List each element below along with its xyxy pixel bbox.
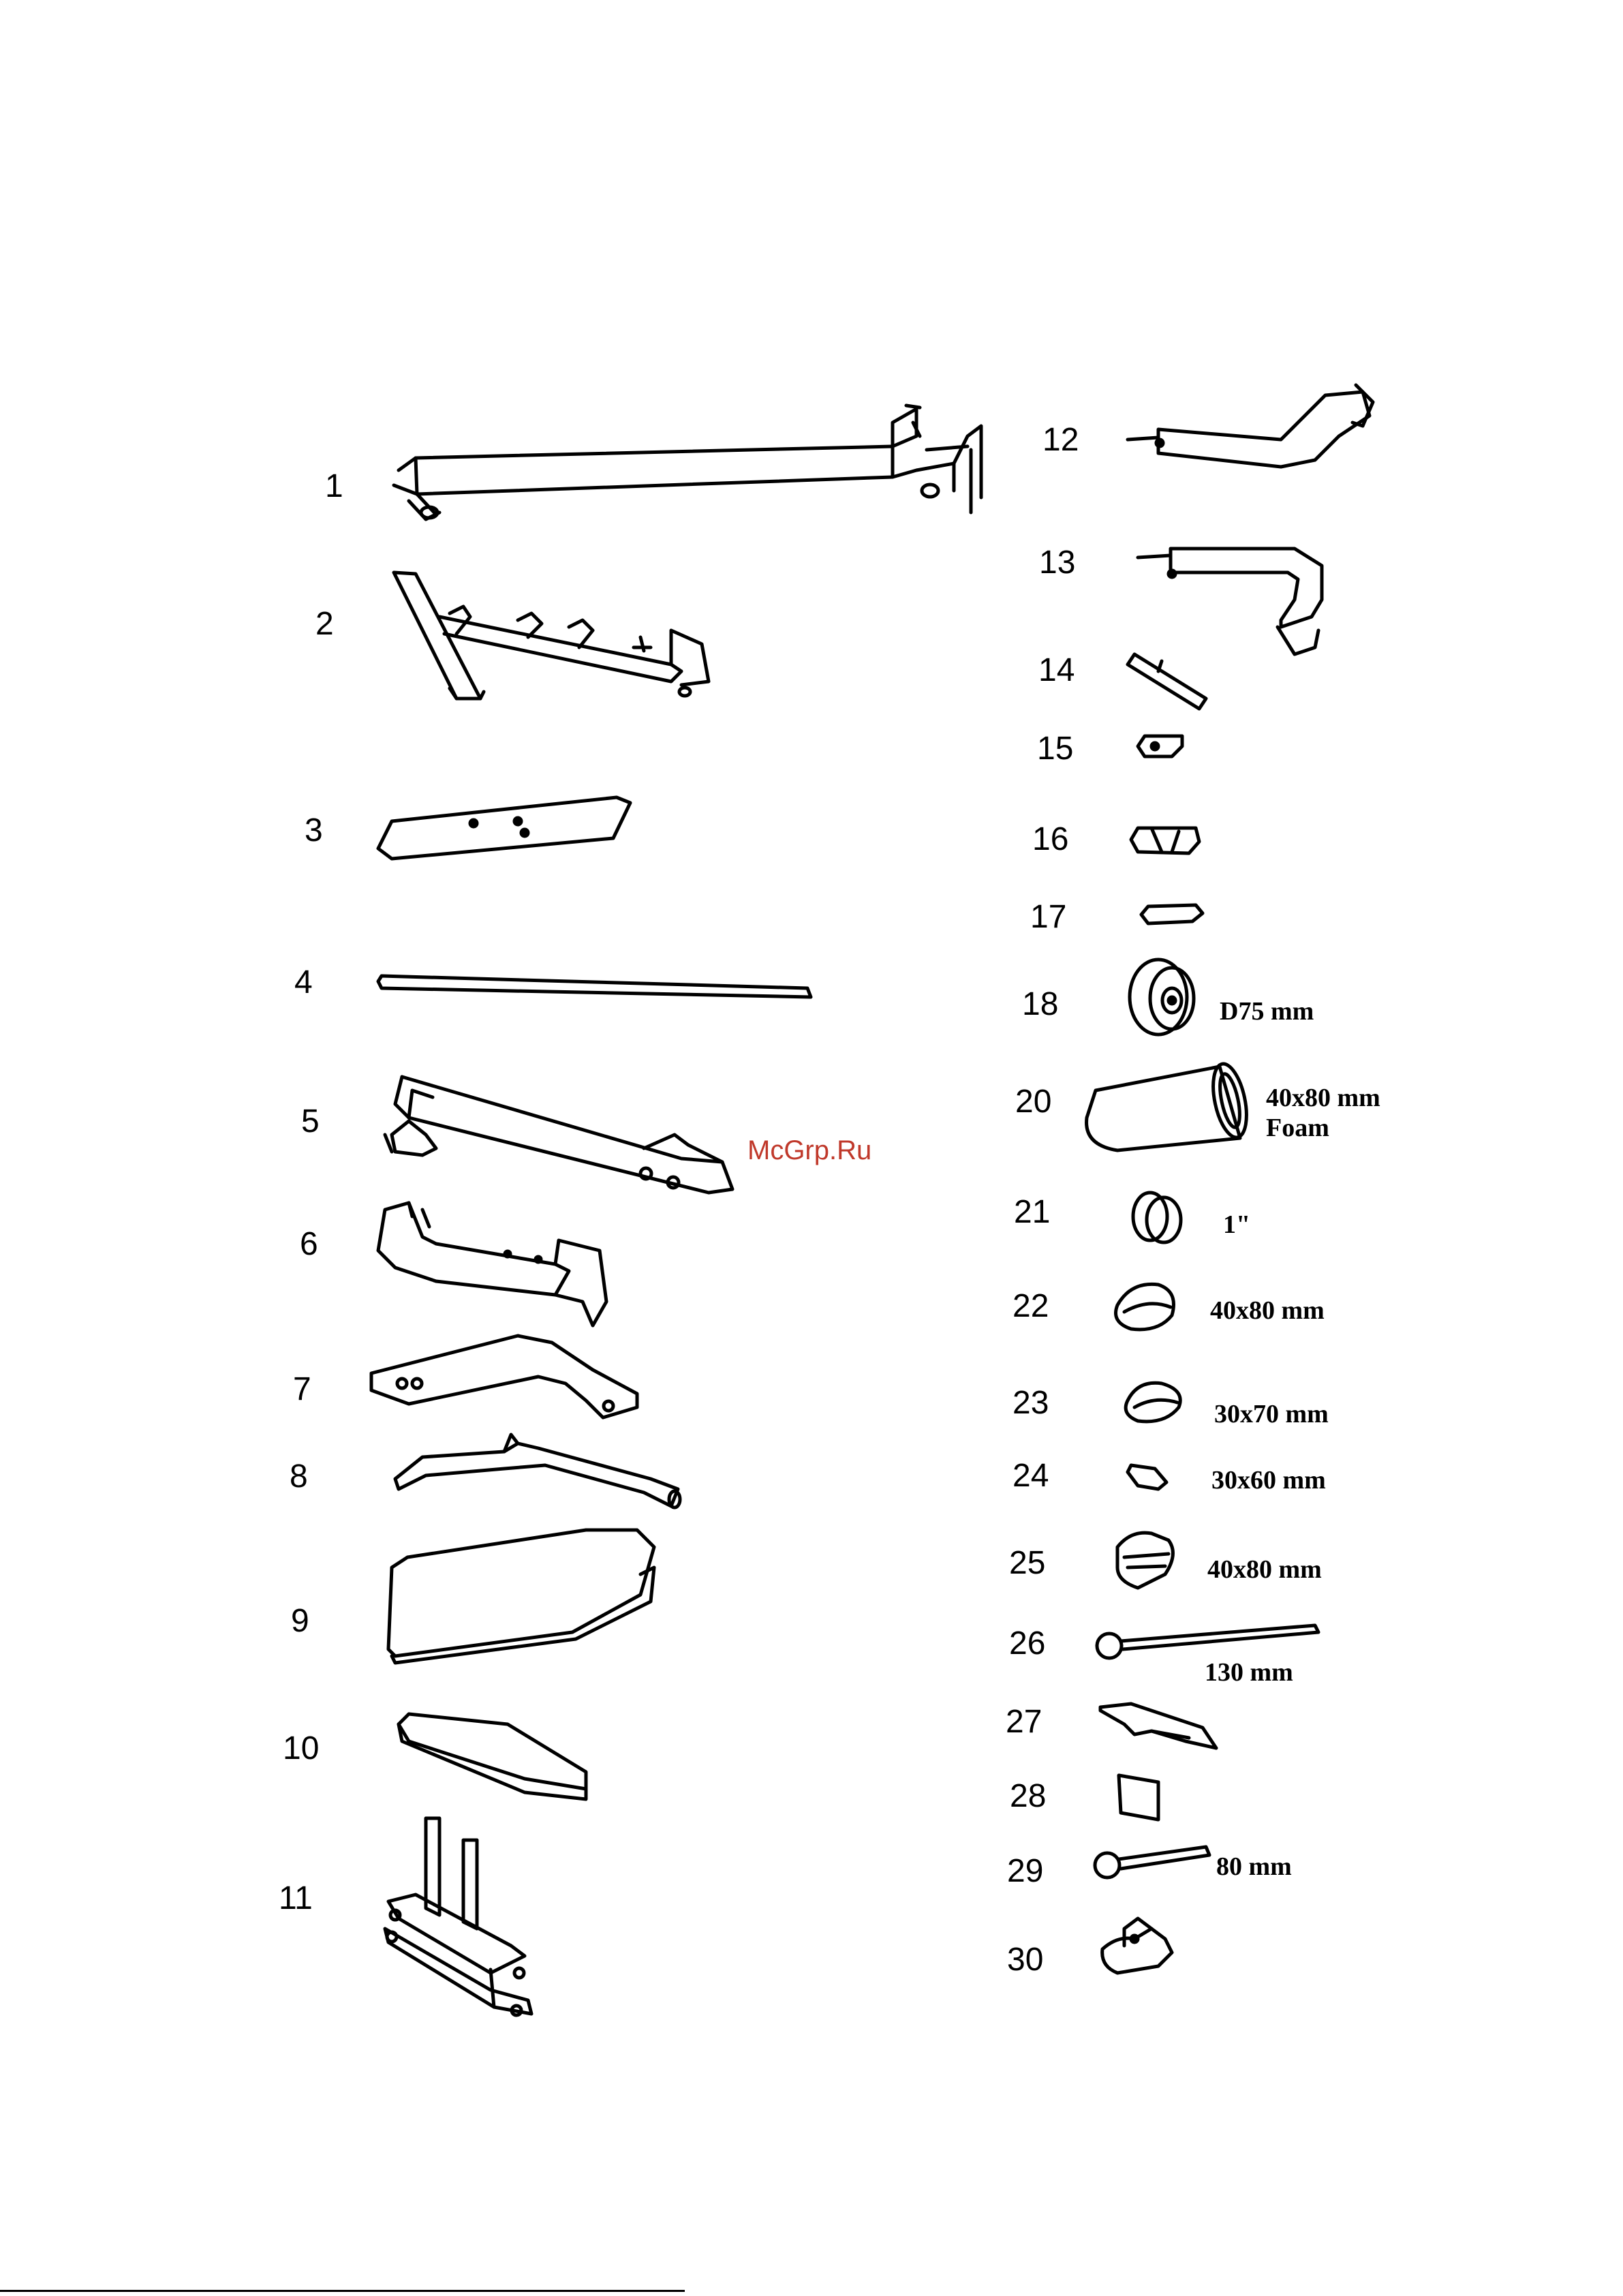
part-14-pin [1128,654,1206,709]
part-28-square-plate [1119,1775,1158,1820]
part-27-bracket-plate [1100,1704,1216,1748]
part-1-main-frame [394,405,981,519]
part-25-end-cap [1117,1533,1173,1588]
part-9-backrest-cushion [388,1530,654,1663]
part-24-end-cap [1128,1465,1166,1489]
part-20-foam-tube [1087,1061,1252,1150]
part-12-handle-hook [1128,385,1373,467]
part-5-leg-lever [385,1077,732,1193]
part-15-bracket [1138,736,1182,756]
part-30-foot-bracket [1102,1918,1172,1973]
part-22-end-cap [1116,1284,1174,1329]
part-26-knob-pin [1097,1625,1318,1658]
part-29-knob-pin [1095,1847,1209,1878]
part-7-bent-bar [371,1336,637,1418]
part-11-base-stand [385,1818,531,2015]
bottom-rule [0,2290,685,2292]
part-21-end-cap [1133,1193,1181,1242]
part-4-rod [378,976,811,997]
part-16-double-link [1131,828,1199,853]
part-3-flat-bar [378,797,630,859]
part-6-support [378,1203,606,1326]
part-2-seat-frame [394,572,709,699]
part-10-seat-cushion [399,1714,586,1799]
part-8-handle-bar [395,1435,680,1507]
part-23-end-cap [1126,1383,1180,1422]
part-13-handle-curved [1138,549,1322,654]
part-17-flat-link [1141,905,1203,923]
part-18-pulley [1130,960,1194,1035]
